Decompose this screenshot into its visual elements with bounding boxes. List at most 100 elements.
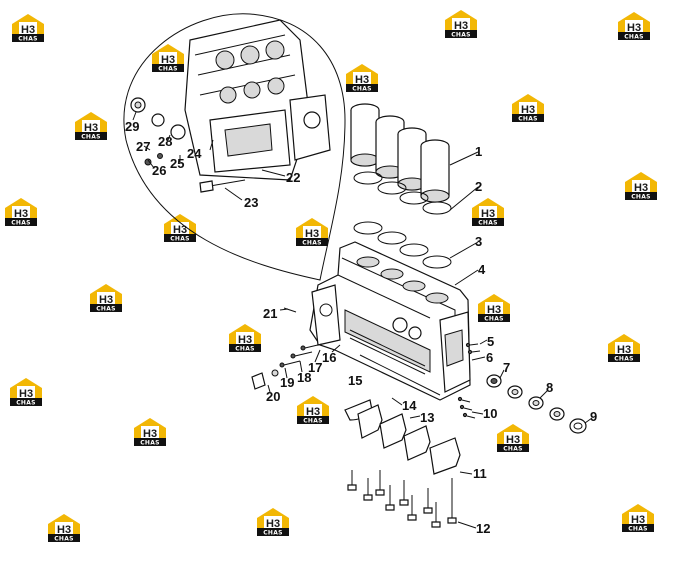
watermark-letters: H3 <box>57 524 71 536</box>
plug-8a <box>507 385 523 399</box>
callout-29: 29 <box>125 119 139 134</box>
o-rings-lower <box>353 221 452 269</box>
watermark-text: CHAS <box>263 530 283 537</box>
callout-27: 27 <box>136 139 150 154</box>
callout-5: 5 <box>487 334 494 349</box>
watermark-letters: H3 <box>487 304 501 316</box>
callout-14: 14 <box>402 398 417 413</box>
watermark-letters: H3 <box>617 344 631 356</box>
plug-9 <box>569 418 587 434</box>
callout-13: 13 <box>420 410 434 425</box>
watermark-letters: H3 <box>305 228 319 240</box>
watermark-text: CHAS <box>54 536 74 543</box>
watermark-letters: H3 <box>481 208 495 220</box>
plug-8b <box>528 396 544 410</box>
watermark-text: CHAS <box>614 356 634 363</box>
watermark-text: CHAS <box>503 446 523 453</box>
callout-15: 15 <box>348 373 362 388</box>
watermark-letters: H3 <box>521 104 535 116</box>
watermark-letters: H3 <box>634 182 648 194</box>
callout-22: 22 <box>286 170 300 185</box>
watermark-text: CHAS <box>451 32 471 39</box>
callout-3: 3 <box>475 234 482 249</box>
o-rings-upper <box>353 171 452 215</box>
watermark-text: CHAS <box>170 236 190 243</box>
watermark-text: CHAS <box>624 34 644 41</box>
callout-labels: 1 2 3 4 5 6 7 8 9 10 11 12 13 14 15 16 1… <box>125 119 597 536</box>
watermark-letters: H3 <box>631 514 645 526</box>
callout-24: 24 <box>187 146 202 161</box>
cylinder-liners <box>350 103 450 203</box>
watermark-letters: H3 <box>19 388 33 400</box>
callout-28: 28 <box>158 134 172 149</box>
callout-25: 25 <box>170 156 184 171</box>
watermark-letters: H3 <box>161 54 175 66</box>
watermark-text: CHAS <box>352 86 372 93</box>
callout-7: 7 <box>503 360 510 375</box>
watermark-text: CHAS <box>140 440 160 447</box>
watermark-letters: H3 <box>14 208 28 220</box>
callout-21: 21 <box>263 306 277 321</box>
watermark-letters: H3 <box>266 518 280 530</box>
small-bolts <box>457 342 481 419</box>
watermark-text: CHAS <box>631 194 651 201</box>
callout-12: 12 <box>476 521 490 536</box>
watermark-text: CHAS <box>478 220 498 227</box>
plug-8c <box>549 407 565 421</box>
callout-26: 26 <box>152 163 166 178</box>
plug-7 <box>486 374 502 388</box>
callout-2: 2 <box>475 179 482 194</box>
watermark-letters: H3 <box>99 294 113 306</box>
watermark-text: CHAS <box>16 400 36 407</box>
watermark-text: CHAS <box>518 116 538 123</box>
watermark-letters: H3 <box>627 22 641 34</box>
callout-4: 4 <box>478 262 486 277</box>
leader-lines <box>132 111 593 529</box>
watermark-layer: H3CHASH3CHASH3CHASH3CHASH3CHASH3CHASH3CH… <box>5 10 657 543</box>
callout-6: 6 <box>486 350 493 365</box>
watermark-letters: H3 <box>306 406 320 418</box>
callout-16: 16 <box>322 350 336 365</box>
callout-1: 1 <box>475 144 482 159</box>
callout-19: 19 <box>280 375 294 390</box>
watermark-text: CHAS <box>302 240 322 247</box>
watermark-letters: H3 <box>84 122 98 134</box>
watermark-text: CHAS <box>18 36 38 43</box>
engine-block <box>309 241 471 401</box>
watermark-text: CHAS <box>484 316 504 323</box>
callout-23: 23 <box>244 195 258 210</box>
callout-18: 18 <box>297 370 311 385</box>
callout-20: 20 <box>266 389 280 404</box>
detail-block <box>130 19 331 193</box>
main-bearing-caps <box>344 399 461 475</box>
callout-9: 9 <box>590 409 597 424</box>
watermark-text: CHAS <box>81 134 101 141</box>
watermark-text: CHAS <box>628 526 648 533</box>
callout-8: 8 <box>546 380 553 395</box>
detail-view <box>123 13 346 281</box>
watermark-letters: H3 <box>21 24 35 36</box>
watermark-letters: H3 <box>173 224 187 236</box>
